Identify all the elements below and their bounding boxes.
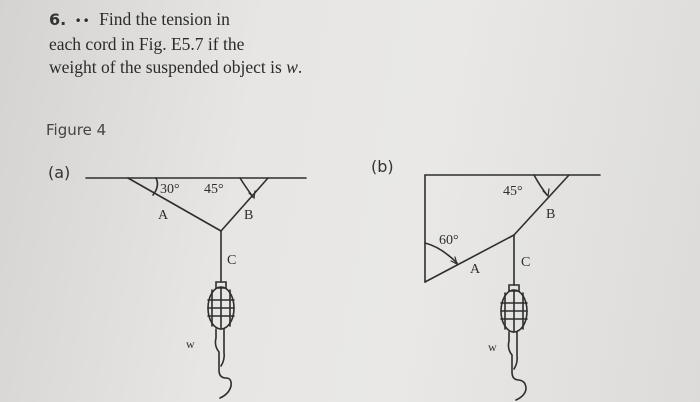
weight-label-b: w [488,340,497,354]
figure-label: Figure 4 [46,121,107,139]
cord-b-right [220,177,269,232]
subfigure-b-label: (b) [371,157,394,176]
lamp-a [207,281,235,399]
subfigure-a-label: (a) [48,163,71,182]
problem-statement: 6. •• Find the tension in each cord in F… [49,8,369,79]
problem-text-line-2: each cord in Fig. E5.7 if the [49,34,245,54]
lamp-b [500,284,528,401]
angle-arc-45-a [239,177,254,198]
weight-label-a: w [186,337,195,351]
diagram-a [85,177,307,399]
angle-label-45-a: 45° [204,182,224,197]
problem-number: 6. [49,10,67,29]
cord-b-upper [513,174,570,236]
cord-label-c: C [227,253,236,268]
problem-line-1: 6. •• Find the tension in [49,8,369,33]
problem-text-line-3: weight of the suspended object is [49,57,287,77]
angle-arc-30 [152,177,159,196]
cord-label-b-upper: B [546,207,555,222]
angle-label-45-b: 45° [503,184,523,199]
cord-a-left [127,177,222,232]
angle-label-60: 60° [439,233,459,248]
weight-variable: w [286,57,298,77]
cord-label-c-b: C [521,255,530,270]
problem-text-line-1: Find the tension in [99,9,230,29]
difficulty-dots: •• [74,14,91,28]
angle-arc-60 [424,242,458,264]
cord-a-lower [424,234,515,283]
problem-line-3: weight of the suspended object is w. [49,56,369,79]
cord-label-a: A [158,208,169,223]
angle-label-30: 30° [160,182,180,197]
cord-label-a-lower: A [470,262,481,277]
cord-label-b: B [244,208,253,223]
angle-arc-45-b [533,174,548,196]
period: . [297,57,303,77]
diagram-b [424,174,601,401]
